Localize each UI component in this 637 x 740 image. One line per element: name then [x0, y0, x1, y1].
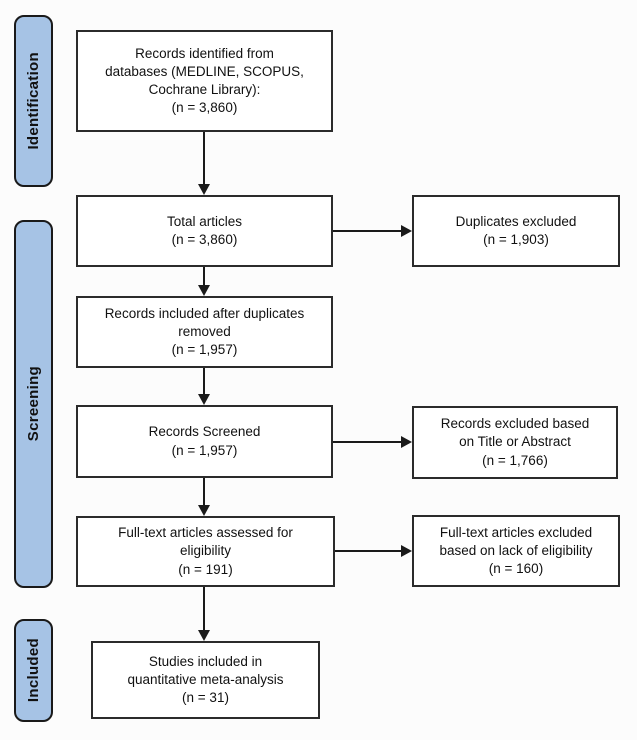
arrow-line-identified-to-total	[203, 132, 205, 185]
arrowhead-down-icon	[198, 285, 210, 296]
box-duplicates-excluded-line: Duplicates excluded	[455, 213, 577, 229]
box-fulltext-assessed-line: eligibility	[179, 543, 232, 559]
box-records-excluded-line: Records excluded based	[440, 416, 590, 432]
box-records-screened: Records Screened (n = 1,957)	[76, 405, 333, 478]
arrow-line-total-to-duplicates	[333, 230, 401, 232]
box-duplicates-excluded-count: (n = 1,903)	[483, 232, 549, 247]
box-duplicates-excluded: Duplicates excluded (n = 1,903)	[412, 195, 620, 267]
box-total-articles: Total articles (n = 3,860)	[76, 195, 333, 267]
arrow-line-fulltext-to-included	[203, 587, 205, 631]
box-studies-included-line: quantitative meta-analysis	[127, 671, 284, 687]
box-fulltext-assessed: Full-text articles assessed for eligibil…	[76, 516, 335, 587]
box-studies-included-line: Studies included in	[148, 653, 263, 669]
box-fulltext-excluded-line: based on lack of eligibility	[439, 542, 593, 558]
box-after-duplicates-removed-count: (n = 1,957)	[171, 342, 238, 358]
arrowhead-down-icon	[198, 394, 210, 405]
box-total-articles-count: (n = 3,860)	[171, 232, 238, 247]
box-total-articles-line: Total articles	[166, 213, 243, 229]
box-records-excluded-line: on Title or Abstract	[459, 434, 571, 450]
box-records-identified-line: databases (MEDLINE, SCOPUS,	[105, 63, 304, 79]
box-records-excluded-title-abstract: Records excluded based on Title or Abstr…	[412, 406, 618, 479]
box-studies-included-count: (n = 31)	[182, 690, 229, 706]
arrowhead-down-icon	[198, 630, 210, 641]
arrow-line-deduped-to-screened	[203, 368, 205, 395]
stage-included: Included	[14, 619, 53, 722]
box-fulltext-excluded-count: (n = 160)	[488, 561, 544, 577]
stage-identification: Identification	[14, 15, 53, 187]
box-fulltext-excluded: Full-text articles excluded based on lac…	[412, 515, 620, 587]
stage-screening: Screening	[14, 220, 53, 588]
box-fulltext-assessed-line: Full-text articles assessed for	[118, 525, 293, 541]
box-fulltext-excluded-line: Full-text articles excluded	[439, 524, 593, 540]
stage-included-label: Included	[25, 638, 42, 703]
box-after-duplicates-removed-line: removed	[178, 323, 231, 339]
box-records-identified-line: Records identified from	[135, 45, 274, 61]
arrow-line-fulltext-to-excluded	[335, 550, 401, 552]
stage-identification-label: Identification	[25, 52, 42, 150]
box-after-duplicates-removed: Records included after duplicates remove…	[76, 296, 333, 368]
box-records-screened-count: (n = 1,957)	[171, 442, 238, 458]
arrow-line-screened-to-excluded	[333, 441, 401, 443]
box-records-excluded-count: (n = 1,766)	[482, 452, 548, 468]
arrow-line-total-to-deduped	[203, 267, 205, 286]
box-records-identified: Records identified from databases (MEDLI…	[76, 30, 333, 132]
arrowhead-down-icon	[198, 505, 210, 516]
box-records-identified-line: Cochrane Library):	[148, 82, 261, 97]
stage-screening-label: Screening	[25, 366, 42, 442]
box-records-identified-count: (n = 3,860)	[171, 100, 238, 116]
arrowhead-right-icon	[401, 545, 412, 557]
arrowhead-right-icon	[401, 225, 412, 237]
arrow-line-screened-to-fulltext	[203, 478, 205, 506]
box-records-screened-line: Records Screened	[148, 424, 261, 440]
box-fulltext-assessed-count: (n = 191)	[178, 561, 233, 577]
arrowhead-right-icon	[401, 436, 412, 448]
box-after-duplicates-removed-line: Records included after duplicates	[104, 305, 305, 321]
arrowhead-down-icon	[198, 184, 210, 195]
box-studies-included: Studies included in quantitative meta-an…	[91, 641, 320, 719]
